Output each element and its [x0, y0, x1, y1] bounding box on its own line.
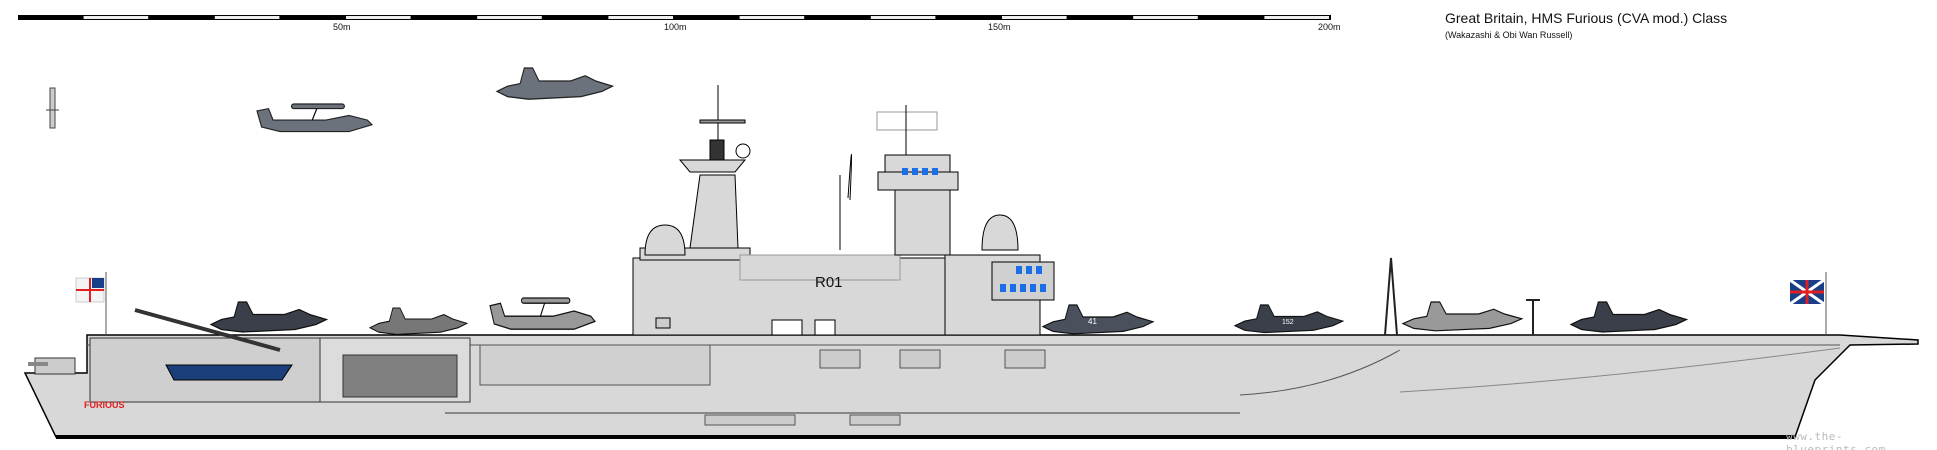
scale-segment	[83, 16, 149, 19]
scale-label-50: 50m	[333, 22, 351, 32]
buccaneer-aircraft-forward	[1570, 301, 1688, 333]
gannet-aircraft-deck	[489, 297, 596, 330]
island-superstructure	[632, 85, 1055, 336]
scale-segment	[214, 16, 280, 19]
scale-bar	[18, 15, 1331, 20]
watermark: www.the-blueprints.com	[1786, 430, 1886, 450]
scale-segment	[1264, 16, 1329, 19]
scale-segment	[870, 16, 936, 19]
drawing-credits: (Wakazashi & Obi Wan Russell)	[1445, 30, 1573, 40]
sea-vixen-aircraft-flying	[496, 67, 614, 100]
scale-label-150: 150m	[988, 22, 1011, 32]
hull	[23, 308, 1919, 439]
scale-segment	[1133, 16, 1198, 19]
harrier-aircraft	[369, 307, 468, 335]
pennant-number: R01	[815, 274, 843, 291]
scale-segment	[608, 16, 673, 19]
helicopter-code: 41	[1088, 317, 1097, 326]
bridge-windows	[902, 168, 1046, 292]
scale-segment	[1002, 16, 1067, 19]
scale-segment	[739, 16, 805, 19]
scale-label-100: 100m	[664, 22, 687, 32]
sea-boat	[165, 364, 293, 381]
ship-name-stern: FURIOUS	[84, 400, 125, 410]
crane	[134, 308, 281, 352]
lattice-mast	[1384, 257, 1540, 336]
sea-king-helicopter	[1042, 304, 1154, 335]
scale-segment	[477, 16, 542, 19]
drawing-title: Great Britain, HMS Furious (CVA mod.) Cl…	[1445, 10, 1728, 26]
union-jack-flag	[1789, 272, 1827, 335]
lightning-aircraft	[1402, 301, 1523, 332]
scale-label-200: 200m	[1318, 22, 1341, 32]
phantom-code: 152	[1282, 319, 1294, 326]
gannet-aircraft-flying	[256, 103, 373, 133]
buccaneer-aircraft	[210, 301, 328, 333]
missile-icon	[46, 87, 59, 129]
scale-segment	[346, 16, 411, 19]
ensign-flag	[75, 272, 107, 335]
